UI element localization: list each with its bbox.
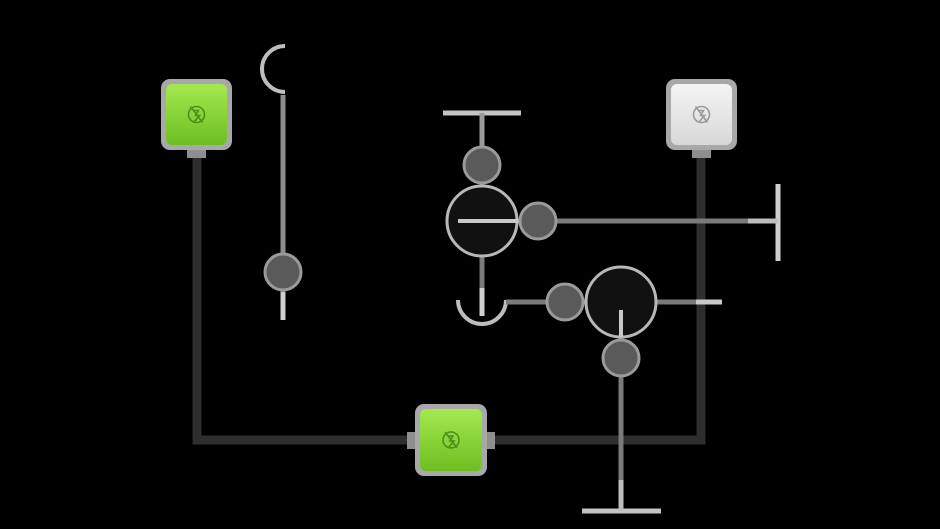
left-arm[interactable] xyxy=(260,44,303,320)
power-icon xyxy=(692,105,711,124)
left-arm-hook xyxy=(260,44,286,94)
upper-mechanism[interactable] xyxy=(443,110,781,300)
lower-bottom-knob[interactable] xyxy=(601,338,641,378)
lower-hook xyxy=(456,299,508,326)
lower-left-knob[interactable] xyxy=(545,282,585,322)
power-icon xyxy=(187,105,206,124)
tile-power-source[interactable] xyxy=(161,79,232,158)
lower-mechanism[interactable] xyxy=(456,265,722,514)
wire-right xyxy=(487,152,706,445)
wire-left xyxy=(192,152,415,445)
top-hub-knob[interactable] xyxy=(462,145,502,185)
tile-power-target[interactable] xyxy=(666,79,737,158)
right-hub-knob[interactable] xyxy=(518,201,558,241)
left-arm-knob[interactable] xyxy=(263,252,303,292)
power-wires xyxy=(192,152,706,445)
power-icon xyxy=(442,431,460,449)
tile-power-relay[interactable] xyxy=(407,404,495,476)
